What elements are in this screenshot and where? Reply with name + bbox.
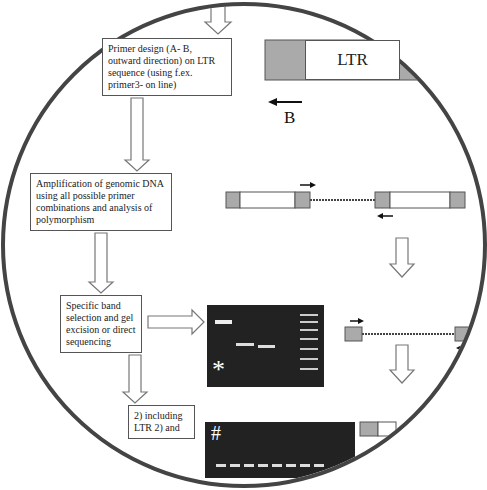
box-text: LTR (337, 50, 368, 70)
flow-arrow (123, 355, 147, 403)
gel-mark: * (212, 355, 225, 385)
process-box: Primer design (A- B, outward direction) … (102, 38, 232, 96)
flow-arrow (125, 98, 149, 171)
box-text: 2) including LTR 2) and (134, 410, 189, 434)
process-box: Amplification of genomic DNA using all p… (30, 173, 172, 231)
process-box: Specific band selection and gel excision… (60, 295, 142, 353)
box-text: Specific band selection and gel excision… (66, 300, 136, 348)
flow-arrow (89, 233, 113, 293)
primer-label: B (284, 108, 295, 128)
box-text: Primer design (A- B, outward direction) … (108, 43, 226, 91)
box-text: Amplification of genomic DNA using all p… (36, 178, 166, 226)
ltr-box: LTR (305, 40, 400, 80)
process-box: 2) including LTR 2) and (128, 405, 195, 439)
gel-mark: # (211, 422, 221, 445)
